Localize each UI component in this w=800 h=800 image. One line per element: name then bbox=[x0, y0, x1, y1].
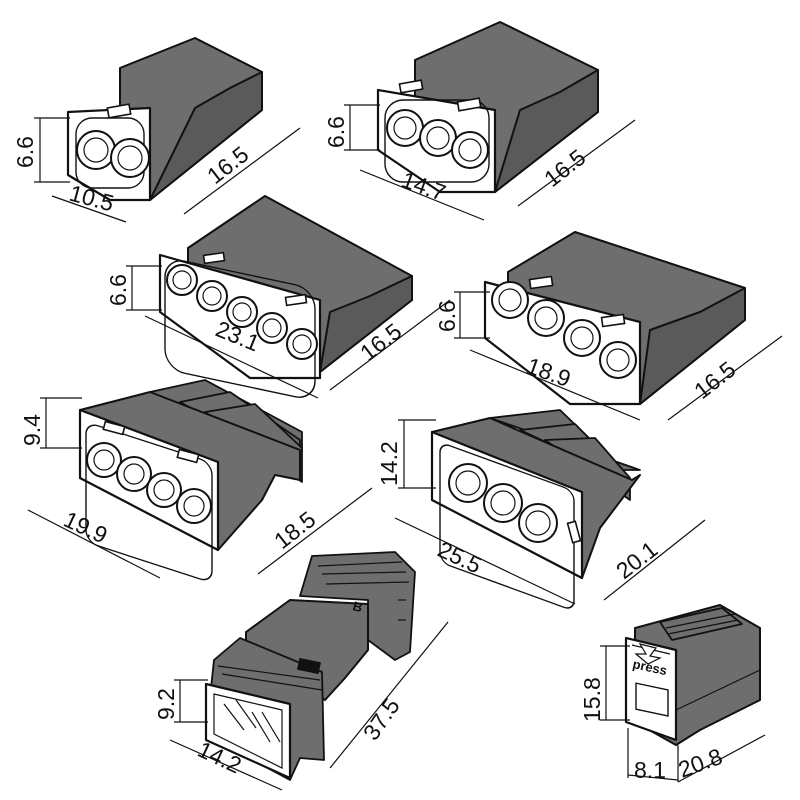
c1-height: 6.6 bbox=[12, 136, 38, 168]
c8-depth: 20.8 bbox=[675, 743, 726, 783]
connector-4-way-tall bbox=[27, 379, 373, 581]
connector-3-way bbox=[344, 21, 636, 221]
c2-height: 6.6 bbox=[323, 116, 349, 148]
connector-2-way bbox=[34, 37, 301, 223]
connector-press-lever: press bbox=[600, 604, 766, 783]
c6-width: 25.5 bbox=[434, 536, 486, 578]
connector-5-way bbox=[126, 195, 451, 399]
c6-depth: 20.1 bbox=[611, 536, 662, 584]
c4-height: 6.6 bbox=[434, 300, 460, 332]
c7-height: 9.2 bbox=[153, 688, 179, 720]
c5-height: 9.4 bbox=[19, 414, 45, 446]
c8-width: 8.1 bbox=[634, 757, 666, 783]
connector-3-way-tall bbox=[394, 409, 706, 609]
connector-inline: B bbox=[169, 551, 449, 791]
c3-height: 6.6 bbox=[105, 274, 131, 306]
connector-4-way bbox=[454, 231, 783, 421]
c7-mark: B bbox=[351, 598, 364, 615]
c7-depth: 37.5 bbox=[358, 693, 405, 745]
c8-label: press bbox=[631, 656, 668, 678]
c5-width: 19.9 bbox=[60, 506, 112, 548]
c6-height: 14.2 bbox=[376, 441, 402, 486]
c4-depth: 16.5 bbox=[689, 356, 740, 404]
c8-height: 15.8 bbox=[579, 677, 605, 722]
